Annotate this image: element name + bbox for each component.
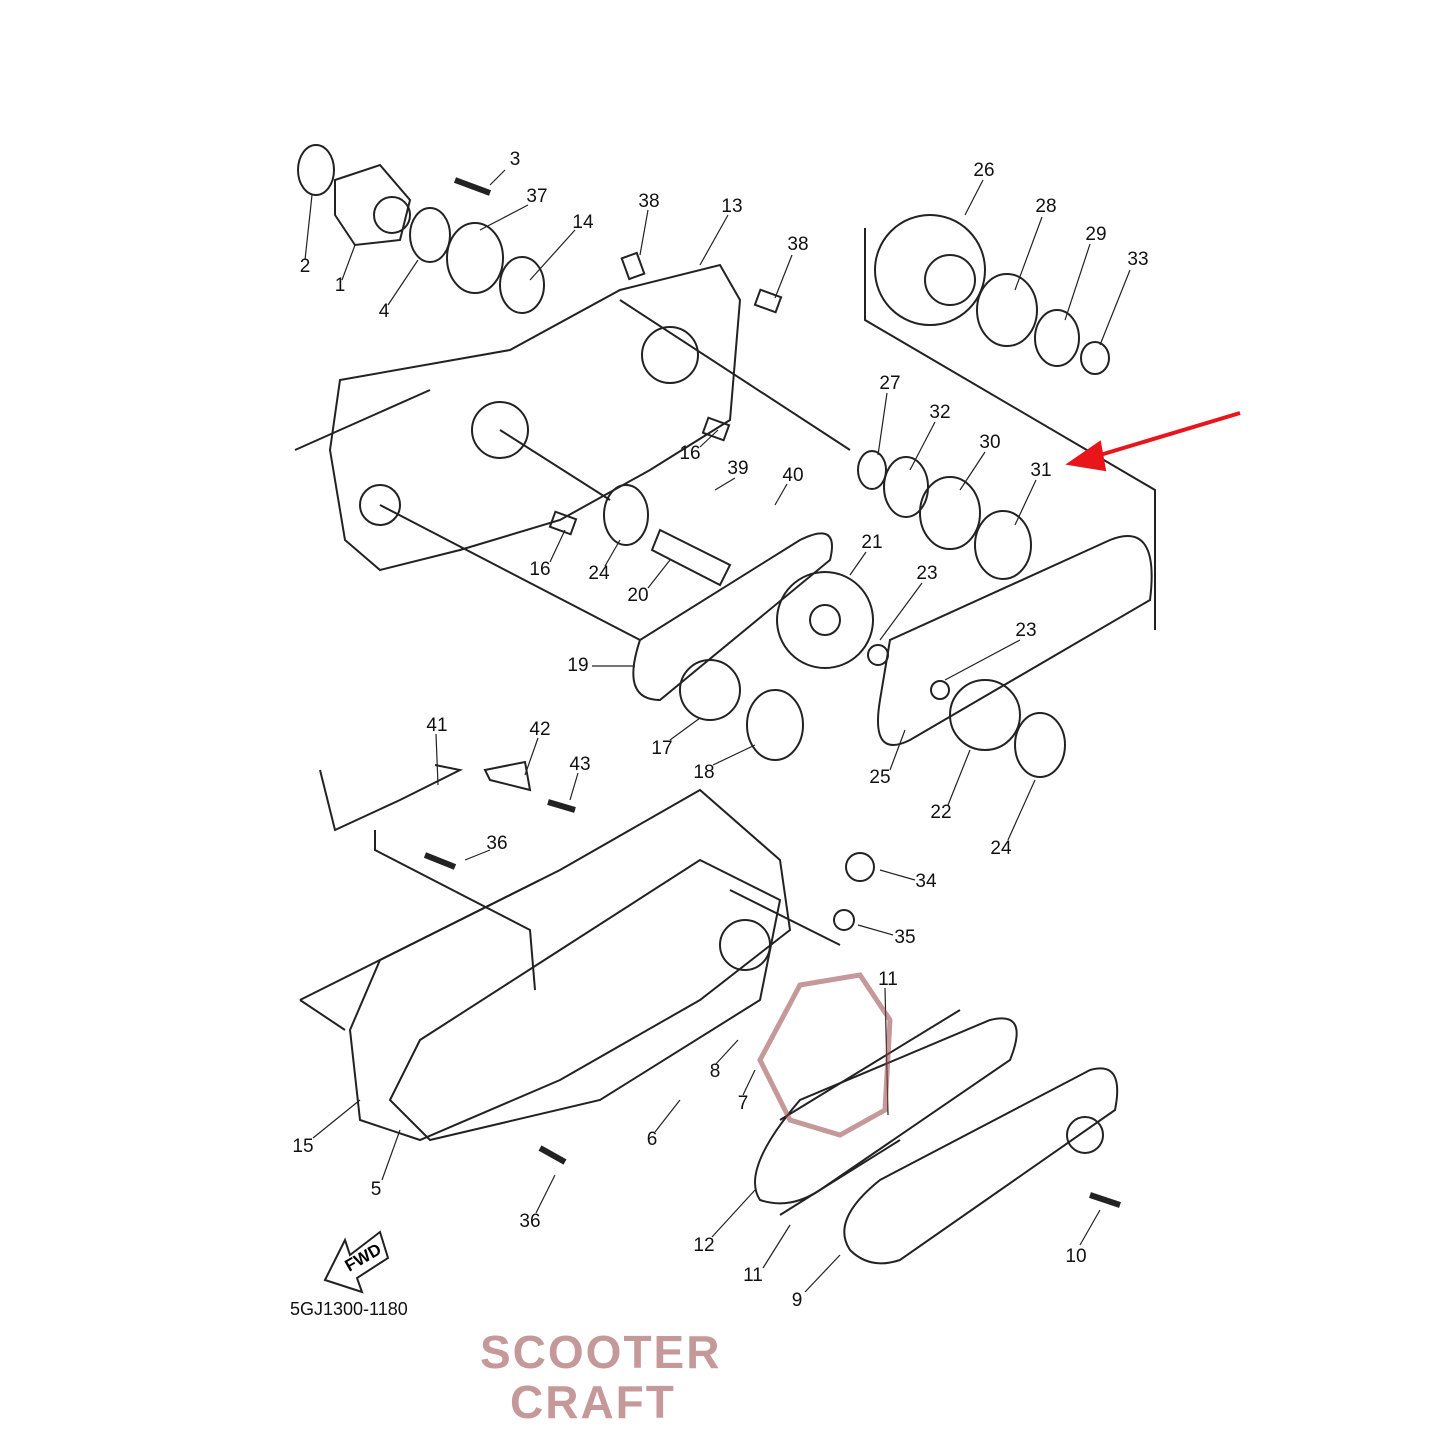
callout-label: 24 bbox=[990, 838, 1012, 859]
sensor-42 bbox=[483, 760, 532, 792]
callout-label: 38 bbox=[638, 191, 660, 212]
gear-17 bbox=[679, 659, 741, 721]
callout-label: 37 bbox=[526, 186, 548, 207]
seal-strip-11 bbox=[779, 1009, 961, 1216]
callout-label: 2 bbox=[299, 256, 311, 277]
bearing-18 bbox=[746, 689, 804, 761]
crankcase-cover-5 bbox=[388, 858, 782, 1142]
callout-label: 8 bbox=[709, 1061, 721, 1082]
callout-label: 43 bbox=[569, 754, 591, 775]
callout-label: 16 bbox=[679, 443, 701, 464]
callout-label: 20 bbox=[627, 585, 649, 606]
bolt-3 bbox=[453, 177, 492, 196]
callout-label: 16 bbox=[529, 559, 551, 580]
chain-25 bbox=[877, 535, 1153, 746]
callout-label: 40 bbox=[782, 465, 804, 486]
o-ring-35 bbox=[833, 909, 855, 931]
callout-label: 7 bbox=[737, 1093, 749, 1114]
callout-label: 5 bbox=[370, 1179, 382, 1200]
callout-label: 6 bbox=[646, 1129, 658, 1150]
callout-label: 13 bbox=[721, 196, 743, 217]
callout-label: 22 bbox=[930, 802, 952, 823]
callout-label: 1 bbox=[334, 275, 346, 296]
watermark-emblem-icon bbox=[757, 972, 893, 1138]
cover-9 bbox=[843, 1067, 1119, 1265]
callout-label: 28 bbox=[1035, 196, 1057, 217]
callout-label: 14 bbox=[572, 212, 594, 233]
callout-label: 21 bbox=[861, 532, 883, 553]
watermark-line1: SCOOTER bbox=[480, 1326, 722, 1378]
o-ring-27 bbox=[857, 450, 887, 490]
callout-label: 24 bbox=[588, 563, 610, 584]
callout-label: 39 bbox=[727, 458, 749, 479]
callout-label: 42 bbox=[529, 719, 551, 740]
callout-label: 23 bbox=[1015, 620, 1037, 641]
seal-32 bbox=[883, 456, 929, 518]
callout-label: 29 bbox=[1085, 224, 1107, 245]
callout-label: 38 bbox=[787, 234, 809, 255]
highlight-arrow-line bbox=[1089, 411, 1241, 460]
seal-14 bbox=[499, 256, 545, 314]
callout-label: 35 bbox=[894, 927, 916, 948]
callout-label: 4 bbox=[378, 301, 390, 322]
collar-33 bbox=[1080, 341, 1110, 375]
callout-label: 11 bbox=[878, 969, 898, 990]
callout-label: 34 bbox=[915, 871, 937, 892]
fwd-arrow-icon bbox=[323, 1230, 390, 1294]
callout-label: 30 bbox=[979, 432, 1001, 453]
callout-label: 9 bbox=[791, 1290, 803, 1311]
callout-label: 41 bbox=[426, 715, 448, 736]
seal-37 bbox=[446, 222, 504, 294]
callout-label: 19 bbox=[567, 655, 589, 676]
seal-29 bbox=[1034, 309, 1080, 367]
bearing-31 bbox=[974, 510, 1032, 580]
gear-26 bbox=[874, 214, 986, 326]
callout-label: 17 bbox=[651, 738, 673, 759]
o-ring-2 bbox=[297, 144, 335, 196]
callout-label: 15 bbox=[292, 1136, 314, 1157]
cover-12 bbox=[754, 1017, 1018, 1205]
gear-22 bbox=[949, 679, 1021, 751]
bearing-24b bbox=[1014, 712, 1066, 778]
callout-label: 36 bbox=[486, 833, 508, 854]
callout-label: 27 bbox=[879, 373, 901, 394]
callout-label: 10 bbox=[1065, 1246, 1087, 1267]
bearing-4 bbox=[409, 207, 451, 263]
gear-21 bbox=[776, 571, 874, 669]
bearing-housing-1 bbox=[334, 163, 412, 247]
callout-label: 12 bbox=[693, 1235, 715, 1256]
callout-label: 33 bbox=[1127, 249, 1149, 270]
chain-19 bbox=[632, 532, 833, 702]
gasket-15 bbox=[348, 788, 792, 1142]
callout-label: 36 bbox=[519, 1211, 541, 1232]
bolt-10 bbox=[1089, 1192, 1121, 1208]
callout-label: 32 bbox=[929, 402, 951, 423]
bearing-30 bbox=[919, 476, 981, 550]
callout-label: 23 bbox=[916, 563, 938, 584]
shaft-20 bbox=[650, 528, 732, 587]
callout-label: 26 bbox=[973, 160, 995, 181]
callout-label: 25 bbox=[869, 767, 891, 788]
cap-34 bbox=[845, 852, 875, 882]
callout-label: 3 bbox=[509, 149, 521, 170]
bearing-24 bbox=[603, 484, 649, 546]
callout-label: 18 bbox=[693, 762, 715, 783]
highlight-arrow-head-icon bbox=[1065, 440, 1107, 472]
callout-label-highlighted: 31 bbox=[1030, 460, 1052, 481]
crankcase-upper bbox=[328, 263, 742, 572]
watermark-line2: CRAFT bbox=[510, 1376, 676, 1428]
diagram-code: 5GJ1300-1180 bbox=[290, 1299, 408, 1319]
bracket-41 bbox=[319, 764, 464, 832]
callout-label: 11 bbox=[743, 1265, 763, 1286]
bearing-28 bbox=[976, 273, 1038, 347]
